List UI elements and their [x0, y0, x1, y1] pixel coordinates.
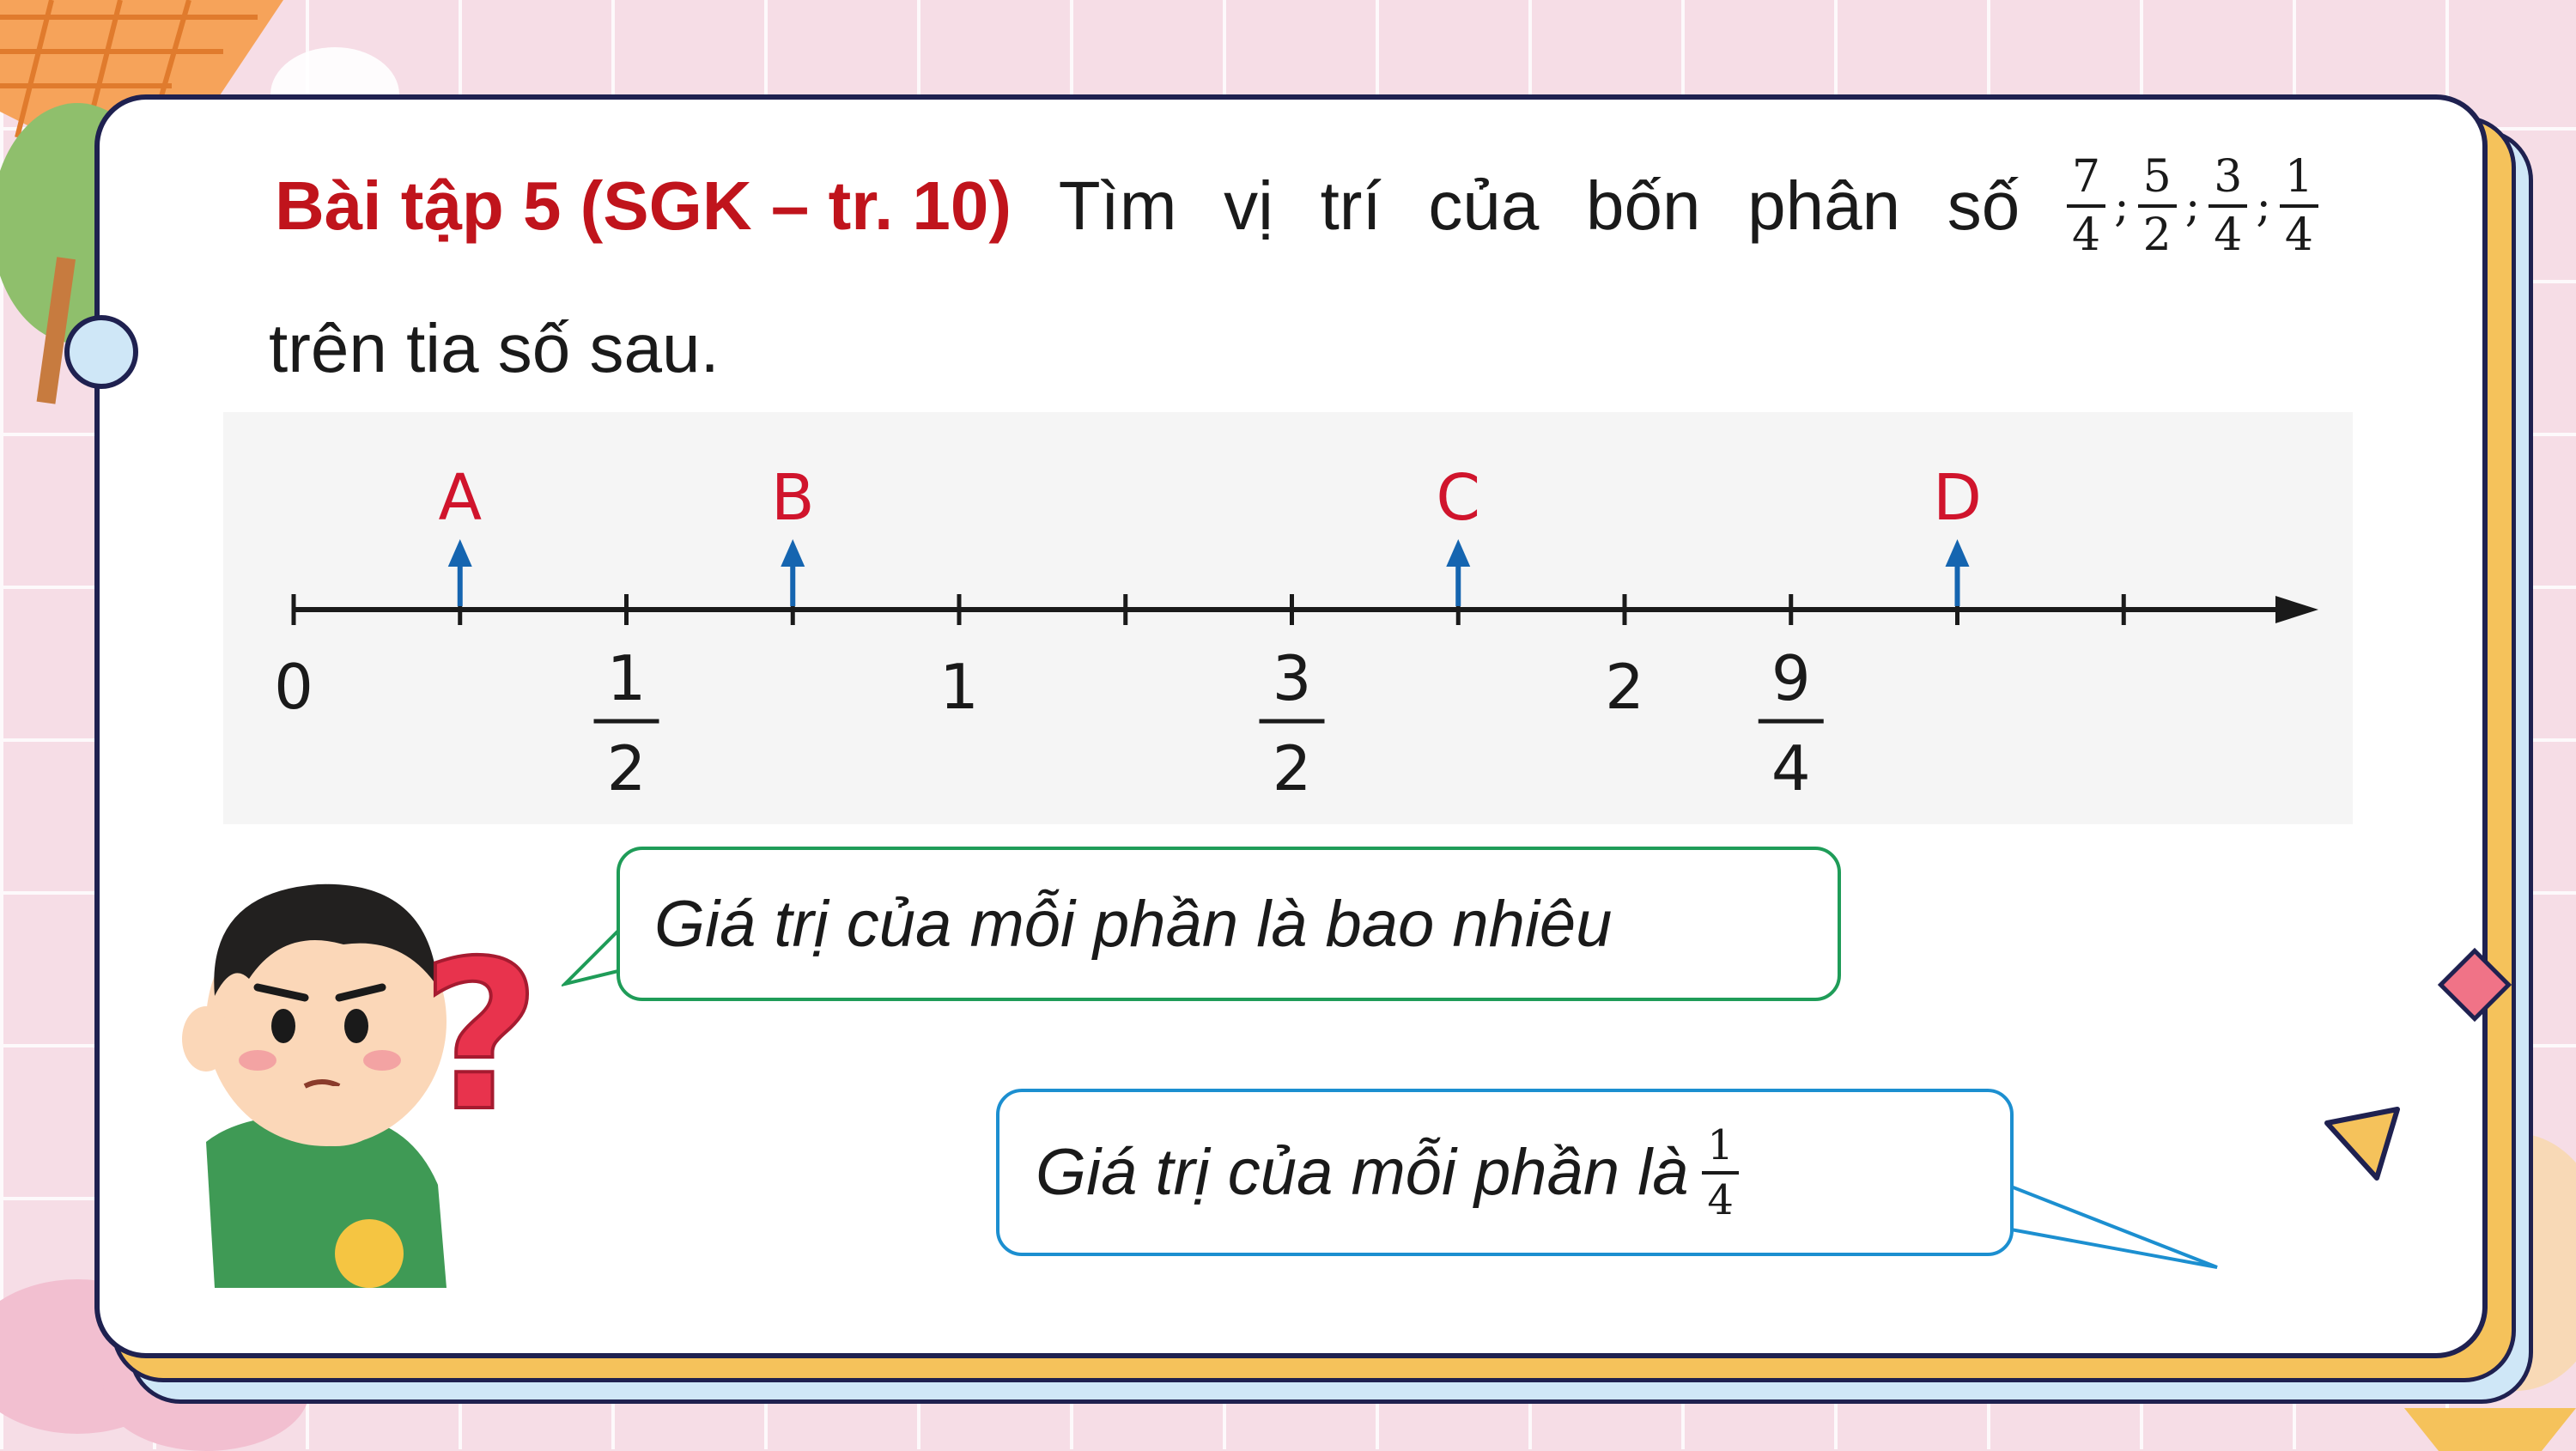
point-arrow-head	[1446, 539, 1471, 567]
tick-label: 1	[939, 651, 979, 723]
tick-label-denominator: 4	[1771, 732, 1811, 804]
instruction-word: của	[1428, 167, 1540, 244]
fraction-denominator: 4	[2284, 209, 2313, 261]
tick-label-numerator: 9	[1771, 642, 1811, 714]
fraction-denominator: 4	[2214, 209, 2243, 261]
instruction-end: trên tia số sau.	[269, 310, 720, 386]
fraction-numerator: 1	[1702, 1125, 1739, 1175]
tick-label-denominator: 2	[607, 732, 647, 804]
separator: ;	[2256, 180, 2271, 232]
answer-fraction: 1 4	[1702, 1125, 1739, 1221]
point-label: D	[1933, 461, 1982, 535]
question-mark-icon: ?	[419, 936, 542, 1142]
separator: ;	[2184, 180, 2201, 232]
fraction-numerator: 3	[2208, 155, 2248, 208]
question-bubble: Giá trị của mỗi phần là bao nhiêu	[617, 847, 1841, 1001]
exercise-heading: Bài tập 5 (SGK – tr. 10)	[275, 167, 1012, 244]
tick-label: 0	[274, 651, 313, 723]
thinking-boy-icon	[182, 883, 447, 1288]
point-label: B	[771, 461, 815, 535]
triangle-shape-icon	[2324, 1107, 2400, 1181]
fraction-list: 7 4 ; 5 2 ; 3 4 ; 1 4	[2066, 155, 2318, 261]
instruction-word: vị	[1224, 167, 1273, 244]
fraction-denominator: 4	[2071, 209, 2101, 261]
bubble-tail-answer	[2010, 1185, 2218, 1269]
instruction-word: số	[1947, 167, 2020, 244]
fraction-numerator: 5	[2137, 155, 2177, 208]
instruction-word: trí	[1320, 167, 1382, 244]
fraction-denominator: 2	[2142, 209, 2172, 261]
instruction-word: Tìm	[1058, 167, 1177, 244]
fraction-numerator: 1	[2279, 155, 2318, 208]
separator: ;	[2114, 180, 2129, 232]
point-arrow-head	[781, 539, 805, 567]
fraction-denominator: 4	[1707, 1175, 1734, 1224]
instruction-word: phân	[1747, 167, 1901, 244]
bubble-tail-question	[562, 926, 623, 987]
axis-arrowhead	[2275, 596, 2318, 623]
question-mark-glyph: ?	[421, 936, 540, 1142]
diamond-shape-icon	[2437, 947, 2512, 1023]
fraction-five-halves: 5 2	[2137, 155, 2177, 261]
fraction-one-fourth: 1 4	[2279, 155, 2318, 261]
instruction-word: bốn	[1586, 167, 1701, 244]
tick-label-numerator: 3	[1273, 642, 1312, 714]
point-arrow-head	[1945, 539, 1970, 567]
exercise-title-line: Bài tập 5 (SGK – tr. 10) Tìm vị trí của …	[275, 150, 2318, 262]
point-arrow-head	[447, 539, 472, 567]
fraction-three-fourths: 3 4	[2208, 155, 2248, 261]
tick-label: 2	[1605, 651, 1644, 723]
number-line-panel	[223, 412, 2353, 824]
fraction-numerator: 7	[2066, 155, 2106, 208]
point-label: A	[438, 461, 482, 535]
fraction-seven-fourths: 7 4	[2066, 155, 2106, 261]
tick-label-denominator: 2	[1273, 732, 1312, 804]
tick-label-numerator: 1	[607, 642, 647, 714]
answer-bubble: Giá trị của mỗi phần là 1 4	[996, 1089, 2014, 1256]
point-label: C	[1436, 461, 1480, 535]
question-text: Giá trị của mỗi phần là bao nhiêu	[654, 887, 1613, 961]
binder-ring-icon	[64, 315, 138, 389]
answer-text: Giá trị của mỗi phần là	[1036, 1136, 1689, 1209]
